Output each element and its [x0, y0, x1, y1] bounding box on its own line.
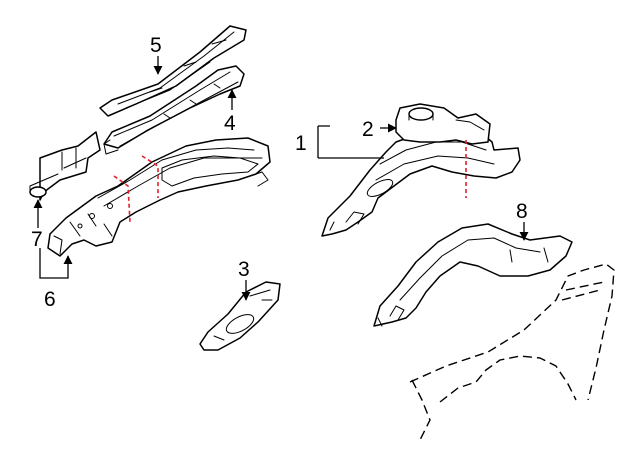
part-5-upper-rail[interactable] [99, 25, 247, 117]
svg-text:5: 5 [150, 34, 162, 57]
svg-text:1: 1 [295, 132, 307, 155]
callout-8: 8 [516, 200, 529, 241]
svg-text:7: 7 [31, 228, 43, 251]
callout-6: 6 [39, 248, 73, 311]
callout-7: 7 [31, 199, 43, 251]
svg-text:8: 8 [516, 200, 528, 223]
callout-4: 4 [224, 89, 237, 135]
part-1-frame-rail-assembly[interactable] [321, 127, 521, 237]
part-4-rail-reinforcement[interactable] [103, 65, 245, 155]
part-6-frame-rail[interactable] [47, 137, 271, 257]
part-2-shock-tower[interactable] [395, 103, 491, 198]
callout-5: 5 [150, 34, 163, 75]
part-3-bracket[interactable] [199, 281, 281, 351]
fender-outline [409, 263, 615, 441]
part-8-apron[interactable] [373, 223, 573, 327]
callout-3: 3 [238, 258, 251, 301]
callout-1: 1 [295, 125, 384, 159]
svg-text:2: 2 [362, 118, 374, 141]
callout-2: 2 [362, 118, 397, 141]
svg-text:4: 4 [224, 112, 236, 135]
part-7-rail-end[interactable] [29, 131, 101, 201]
svg-text:3: 3 [238, 258, 250, 281]
svg-text:6: 6 [44, 288, 56, 311]
